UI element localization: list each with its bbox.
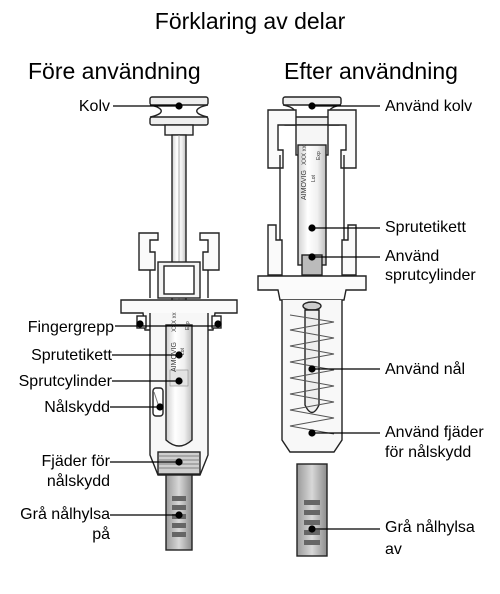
label-grey-cap-off-line1: Grå nålhylsa xyxy=(385,519,475,536)
syringe-after-use xyxy=(257,96,367,557)
exp-print-after: Exp xyxy=(316,151,322,160)
brand-print-after: AIMOVIG xyxy=(301,170,308,200)
dot-plunger xyxy=(175,102,183,110)
dot-spring xyxy=(175,458,183,466)
label-used-plunger: Använd kolv xyxy=(385,98,473,115)
dot-used-plunger xyxy=(308,102,316,110)
dot-label-before xyxy=(175,351,183,359)
dose-print-before: XXX xx xyxy=(172,312,178,332)
label-plunger: Kolv xyxy=(78,98,110,115)
plunger-head-before xyxy=(149,96,209,136)
brand-print-before: AIMOVIG xyxy=(171,342,178,372)
label-syringe-label-after: Sprutetikett xyxy=(385,219,466,236)
lot-print-before: Lot xyxy=(180,347,186,355)
label-grey-cap-off-line2: av xyxy=(385,541,402,558)
dot-cap-off xyxy=(308,525,316,533)
dot-cap-on xyxy=(175,511,183,519)
dot-label-after xyxy=(308,224,316,232)
used-syringe-barrel xyxy=(297,144,327,266)
finger-grip-after xyxy=(257,275,367,301)
label-needle-guard-spring-line1: Fjäder för xyxy=(41,453,110,470)
label-used-barrel-line1: Använd xyxy=(385,248,440,265)
label-used-needle: Använd nål xyxy=(385,361,466,378)
label-used-spring-line1: Använd fjäder xyxy=(385,424,484,441)
heading-after-use: Efter användning xyxy=(284,58,458,84)
label-grey-cap-on-line2: på xyxy=(92,526,110,543)
leader-lines xyxy=(110,102,380,533)
dot-used-spring xyxy=(308,429,316,437)
dot-finger-grip-b xyxy=(214,320,222,328)
label-needle-guard: Nålskydd xyxy=(44,399,110,416)
dot-barrel xyxy=(175,377,183,385)
label-used-barrel-line2: sprutcylinder xyxy=(385,267,476,284)
label-used-spring-line2: för nålskydd xyxy=(385,444,472,461)
dot-guard xyxy=(156,403,164,411)
barrel-print-after: AIMOVIG XXX xx Lot Exp xyxy=(301,145,322,200)
label-syringe-barrel: Sprutcylinder xyxy=(18,373,112,390)
used-spring xyxy=(289,314,335,435)
lot-print-after: Lot xyxy=(311,174,317,182)
label-finger-grip: Fingergrepp xyxy=(27,319,114,336)
label-needle-guard-spring-line2: nålskydd xyxy=(46,473,110,490)
diagram-title: Förklaring av delar xyxy=(154,8,346,34)
label-syringe-label-before: Sprutetikett xyxy=(31,347,112,364)
heading-before-use: Före användning xyxy=(28,58,201,84)
dot-used-barrel xyxy=(308,253,316,261)
dot-used-needle xyxy=(308,365,316,373)
dose-print-after: XXX xx xyxy=(302,145,308,165)
label-grey-cap-on-line1: Grå nålhylsa xyxy=(20,506,110,523)
housing-top-before xyxy=(138,232,220,299)
